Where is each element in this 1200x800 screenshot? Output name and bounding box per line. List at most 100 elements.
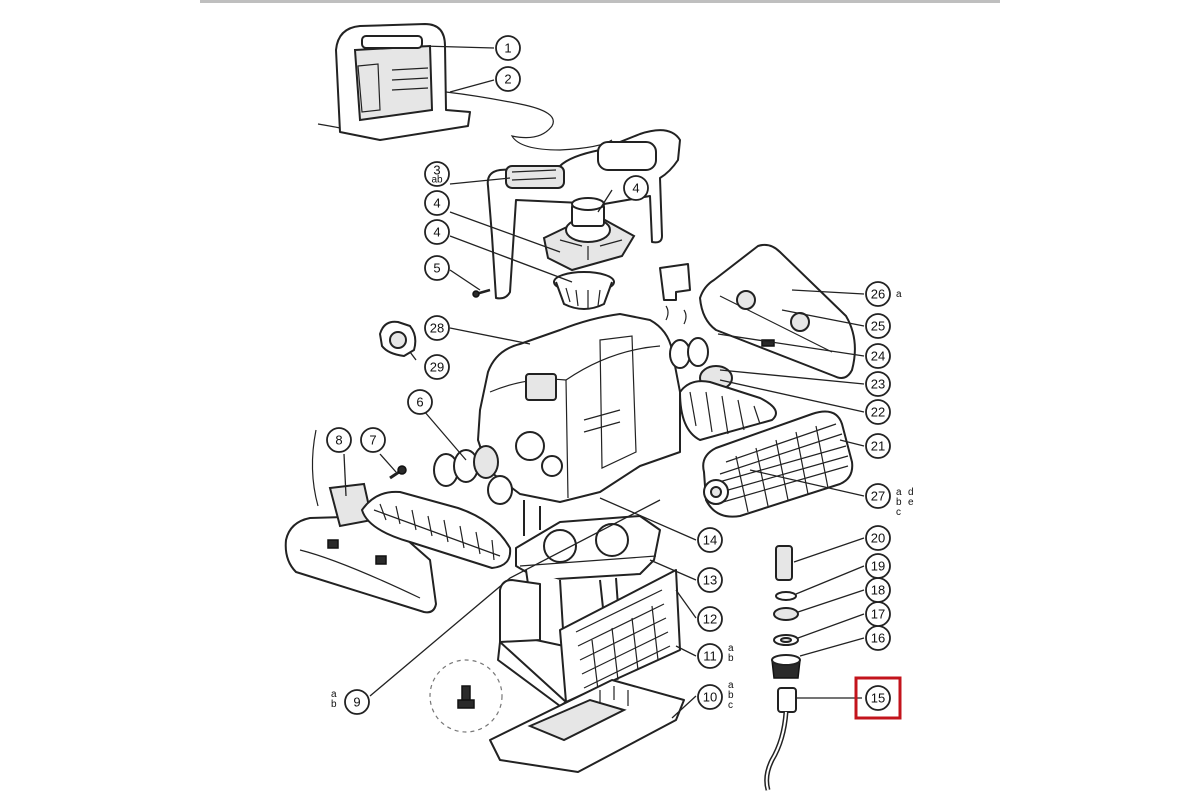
- callout-number: 4: [433, 196, 440, 211]
- callout-number: 19: [871, 559, 885, 574]
- callout-13: 13: [697, 567, 723, 593]
- callout-circle: [865, 371, 891, 397]
- callout-circle: [865, 343, 891, 369]
- callout-circle: [495, 66, 521, 92]
- callout-circle: [424, 161, 450, 187]
- handle-part: [486, 129, 681, 300]
- bolt-part: [389, 465, 407, 480]
- filter-bag-part: [497, 569, 681, 707]
- callout-circle: [407, 389, 433, 415]
- left-side-panel-part: [284, 429, 437, 614]
- callout-circle: [865, 525, 891, 551]
- callout-number: 4: [632, 181, 639, 196]
- callout-17: 17: [865, 601, 891, 627]
- callout-18: 18: [865, 577, 891, 603]
- callout-circle: [865, 553, 891, 579]
- callout-number: 15: [871, 691, 885, 706]
- callout-circle: [697, 527, 723, 553]
- callout-number: 21: [871, 439, 885, 454]
- callout-circle: [424, 315, 450, 341]
- callout-circle: [865, 433, 891, 459]
- callout-number: 27: [871, 489, 885, 504]
- callout-28: 28: [424, 315, 450, 341]
- callout-number: 26: [871, 287, 885, 302]
- swivel-ring-part: [773, 634, 799, 646]
- swivel-bearing-part: [773, 607, 799, 621]
- callout-number: 6: [416, 395, 423, 410]
- callout-number: 12: [703, 612, 717, 627]
- callout-number: 20: [871, 531, 885, 546]
- callout-circle: [623, 175, 649, 201]
- drive-pulleys-part: [433, 445, 513, 505]
- callout-6: 6: [407, 389, 433, 415]
- diffuser-part: [553, 271, 615, 310]
- callout-number: 7: [369, 433, 376, 448]
- callout-number: 9: [353, 695, 360, 710]
- callout-number: 4: [433, 225, 440, 240]
- callout-number: 14: [703, 533, 717, 548]
- callout-1: 1: [495, 35, 521, 61]
- callout-19: 19: [865, 553, 891, 579]
- valve-part: [429, 659, 503, 733]
- callout-circle: [360, 427, 386, 453]
- callout-number: 3: [433, 163, 440, 178]
- callout-number: 28: [430, 321, 444, 336]
- callout-number: 8: [335, 433, 342, 448]
- callout-number: 13: [703, 573, 717, 588]
- callout-number: 5: [433, 261, 440, 276]
- callout-suffix: ab: [431, 175, 443, 186]
- swivel-washer-part: [775, 591, 797, 601]
- callout-21: 21: [865, 433, 891, 459]
- callout-circle: [865, 685, 891, 711]
- callout-15: 15: [854, 676, 902, 720]
- callout-number: 2: [504, 72, 511, 87]
- swivel-pin-part: [775, 545, 793, 581]
- callout-circle: [424, 219, 450, 245]
- callout-number: 29: [430, 360, 444, 375]
- callout-12: 12: [697, 606, 723, 632]
- callout-circle: [495, 35, 521, 61]
- callout-number: 11: [703, 649, 717, 664]
- callout-number: 1: [504, 41, 511, 56]
- brush-roller-part: [702, 410, 854, 518]
- callout-number: 23: [871, 377, 885, 392]
- callout-number: 24: [871, 349, 885, 364]
- filter-tray-part: [489, 679, 685, 773]
- callout-circle: [344, 689, 370, 715]
- callout-circle: [326, 427, 352, 453]
- callout-22: 22: [865, 399, 891, 425]
- callout-5: 5: [424, 255, 450, 281]
- callout-23: 23: [865, 371, 891, 397]
- callout-3: 3ab: [424, 161, 450, 187]
- callout-circle: [865, 313, 891, 339]
- callout-4: 4: [424, 219, 450, 245]
- right-side-panel-part: [659, 243, 856, 379]
- callout-2: 2: [495, 66, 521, 92]
- right-track-part: [679, 380, 777, 441]
- callout-29: 29: [424, 354, 450, 380]
- callout-14: 14: [697, 527, 723, 553]
- left-track-part: [361, 490, 512, 569]
- callout-circle: [424, 354, 450, 380]
- callout-number: 22: [871, 405, 885, 420]
- callout-circle: [865, 399, 891, 425]
- callout-7: 7: [360, 427, 386, 453]
- callout-circle: [697, 643, 723, 669]
- highlight-box: [854, 676, 902, 720]
- callout-circle: [865, 281, 891, 307]
- leader-lines: [343, 45, 865, 719]
- callout-circle: [865, 483, 891, 509]
- callout-4: 4: [623, 175, 649, 201]
- callout-16: 16: [865, 625, 891, 651]
- callout-4: 4: [424, 190, 450, 216]
